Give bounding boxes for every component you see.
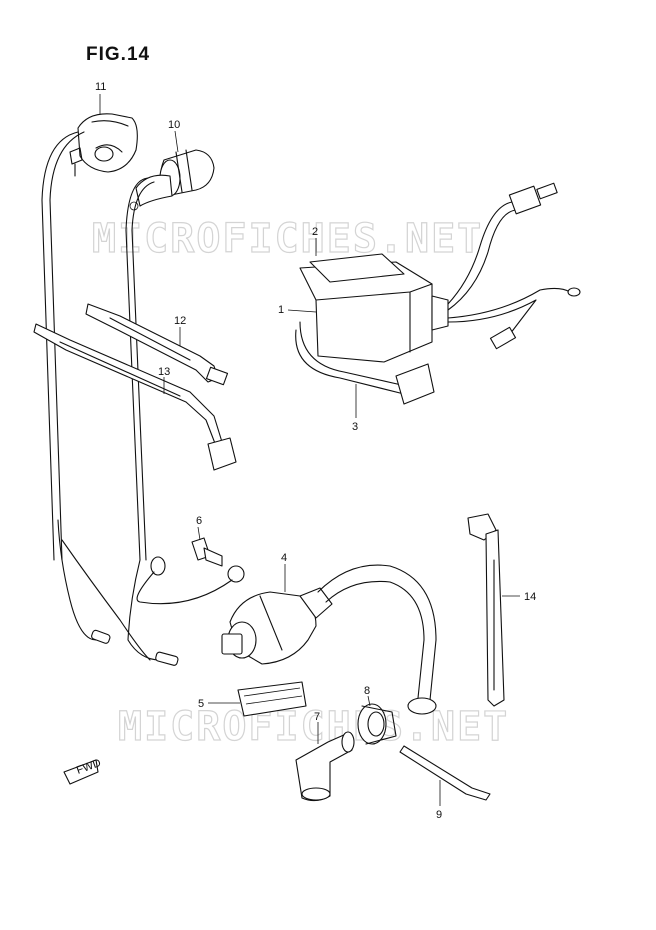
fwd-arrow: FWD (63, 757, 103, 785)
part-14-clamp (467, 513, 505, 707)
watermark-bottom: MICROFICHES.NET (118, 704, 509, 750)
part-3-band (295, 329, 405, 395)
part-4-coil (221, 564, 437, 715)
part-5-pad (237, 681, 307, 717)
callout-7: 7 (314, 711, 320, 723)
callout-3: 3 (352, 421, 358, 433)
callouts: 11 10 12 13 2 1 3 4 6 5 7 8 9 14 (95, 81, 536, 821)
part-2-pad (309, 253, 405, 283)
callout-14: 14 (524, 591, 536, 603)
callout-6: 6 (196, 515, 202, 527)
callout-11: 11 (95, 81, 106, 93)
part-6-bolt (191, 537, 223, 567)
part-13-tie (33, 323, 237, 471)
part-10-switch (125, 149, 215, 666)
ground-wires (136, 556, 245, 605)
figure-title: FIG.14 (86, 44, 151, 65)
callout-9: 9 (436, 809, 442, 821)
part-12-strap (85, 303, 229, 386)
part-1-cdi (295, 182, 581, 405)
watermark-top: MICROFICHES.NET (92, 216, 483, 262)
callout-1: 1 (278, 304, 284, 316)
callout-5: 5 (198, 698, 204, 710)
callout-10: 10 (168, 119, 180, 131)
part-11-switch (41, 113, 151, 661)
callout-4: 4 (281, 552, 287, 564)
callout-8: 8 (364, 685, 370, 697)
callout-13: 13 (158, 366, 170, 378)
part-7-plug-cap (295, 731, 355, 802)
part-9-tie (399, 745, 491, 801)
leader-lines (99, 94, 520, 806)
part-8-grommet (357, 703, 397, 745)
callout-2: 2 (312, 226, 318, 238)
callout-12: 12 (174, 315, 186, 327)
